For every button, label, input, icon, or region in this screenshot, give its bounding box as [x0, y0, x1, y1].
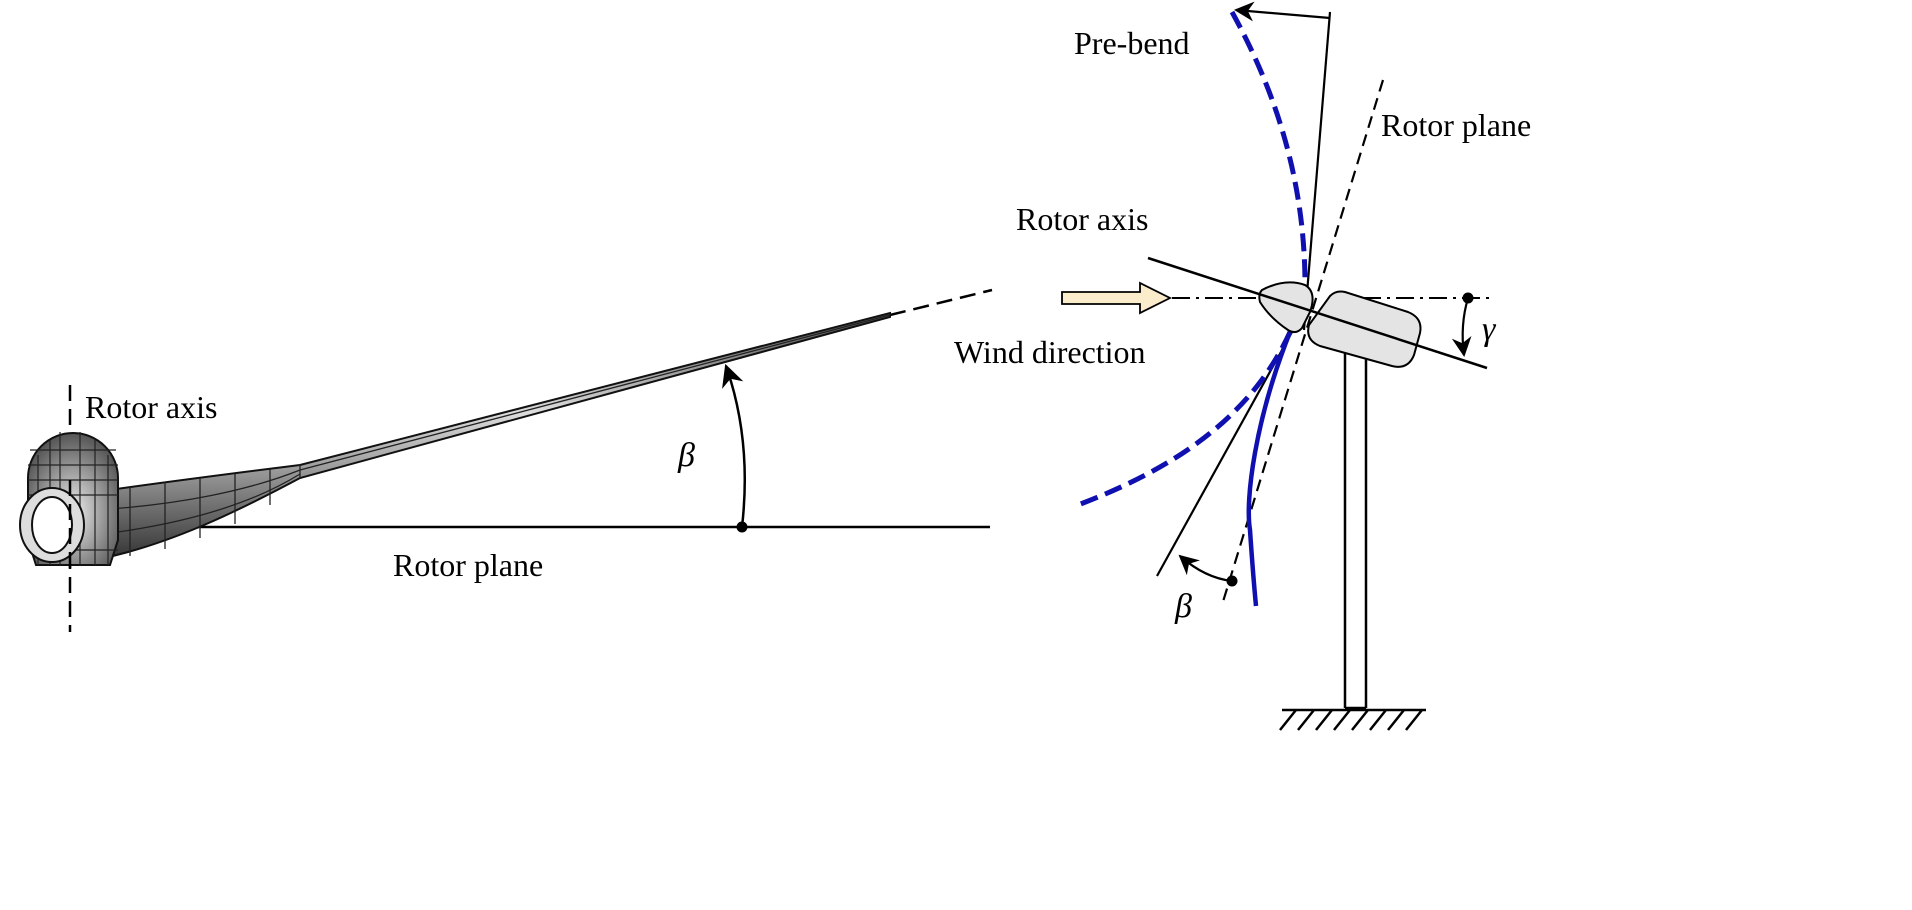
- gamma-angle-arc: [1451, 297, 1472, 357]
- blade-axis-extension: [889, 288, 993, 317]
- rotor-plane-label-left: Rotor plane: [393, 547, 543, 583]
- blade-reference-line-upper: [1302, 11, 1332, 331]
- blade-mesh: [94, 311, 891, 562]
- pre-bent-blade-upper: [1229, 10, 1308, 286]
- beta-angle-vertex: [736, 521, 748, 533]
- beta-label-right: β: [1174, 588, 1192, 625]
- pre-bent-blade-lower: [1077, 330, 1293, 508]
- deflected-blade: [1246, 331, 1293, 607]
- gamma-angle-vertex: [1462, 292, 1474, 304]
- hub-mesh: [19, 432, 119, 570]
- wind-direction-label: Wind direction: [954, 334, 1146, 370]
- wind-arrow-icon: [1061, 281, 1173, 315]
- right-view: Pre-bend Rotor plane Rotor axis Wind dir…: [954, 1, 1531, 731]
- ground-hatching: [1279, 708, 1426, 731]
- pre-bend-label: Pre-bend: [1074, 25, 1190, 61]
- beta-label-left: β: [677, 437, 695, 474]
- blade-mesh-lines: [94, 314, 891, 556]
- pre-bend-arrow: [1234, 1, 1331, 22]
- cone-angle-vertex: [1226, 575, 1238, 587]
- gamma-label: γ: [1482, 311, 1497, 348]
- hub-spinner: [1258, 281, 1314, 334]
- left-view: Rotor axis Rotor plane β: [19, 288, 993, 632]
- rotor-axis-label-left: Rotor axis: [85, 389, 217, 425]
- tower: [1343, 350, 1368, 710]
- cone-angle-arc: [1178, 554, 1233, 583]
- blade-reference-line-lower: [1156, 331, 1293, 577]
- beta-angle-arc: [722, 363, 746, 528]
- rotor-axis-line-right: [1147, 256, 1488, 370]
- rotor-plane-label-right: Rotor plane: [1381, 107, 1531, 143]
- rotor-axis-label-right: Rotor axis: [1016, 201, 1148, 237]
